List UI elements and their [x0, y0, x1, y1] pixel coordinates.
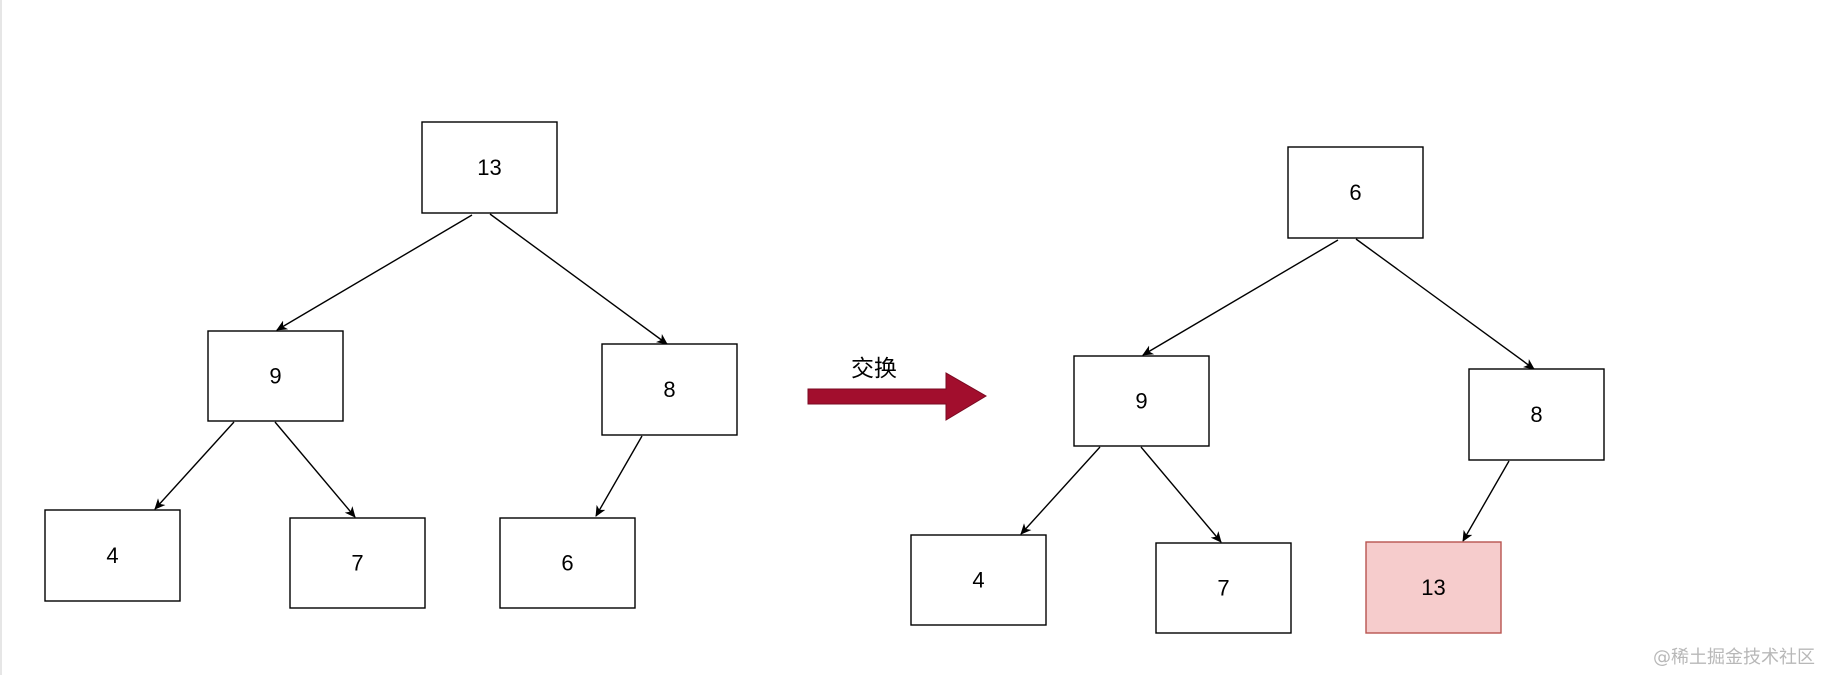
- tree-node: 7: [289, 517, 426, 609]
- edge-9-to-7: [1140, 446, 1222, 543]
- node-value: 9: [1135, 389, 1147, 414]
- edge-9-to-4: [154, 421, 235, 510]
- left-border: [0, 0, 2, 675]
- edge-9-to-4: [1020, 446, 1101, 535]
- node-value: 13: [1421, 575, 1445, 600]
- right-arrow-icon: [807, 372, 987, 421]
- edge-13-to-9: [276, 214, 473, 331]
- edge-6-to-8: [1355, 238, 1535, 370]
- after-tree: 6 9 8 4 7 13: [910, 146, 1605, 634]
- node-value: 6: [1349, 180, 1361, 205]
- node-value: 7: [351, 551, 363, 576]
- tree-node: 7: [1155, 542, 1292, 634]
- tree-node: 9: [1073, 355, 1210, 447]
- edge-8-to-6: [595, 435, 643, 517]
- node-value: 6: [561, 551, 573, 576]
- tree-node: 9: [207, 330, 344, 422]
- edge-8-to-13: [1462, 460, 1510, 542]
- node-value: 8: [1530, 402, 1542, 427]
- tree-node: 4: [910, 534, 1047, 626]
- tree-node: 6: [1287, 146, 1424, 239]
- tree-node-highlighted: 13: [1365, 541, 1502, 634]
- edge-13-to-8: [489, 213, 668, 345]
- tree-node: 6: [499, 517, 636, 609]
- node-value: 13: [477, 155, 501, 180]
- tree-node: 8: [1468, 368, 1605, 461]
- watermark: @稀土掘金技术社区: [1653, 647, 1815, 668]
- swap-arrow: 交换: [807, 356, 987, 421]
- node-value: 4: [106, 543, 118, 568]
- edge-6-to-9: [1142, 239, 1339, 356]
- tree-node: 13: [421, 121, 558, 214]
- node-value: 8: [663, 377, 675, 402]
- node-value: 9: [269, 364, 281, 389]
- node-value: 7: [1217, 576, 1229, 601]
- node-value: 4: [972, 568, 984, 593]
- tree-node: 4: [44, 509, 181, 602]
- edge-9-to-7: [274, 421, 356, 518]
- swap-label: 交换: [851, 356, 897, 382]
- before-tree: 13 9 8 4 7 6: [44, 121, 738, 609]
- tree-node: 8: [601, 343, 738, 436]
